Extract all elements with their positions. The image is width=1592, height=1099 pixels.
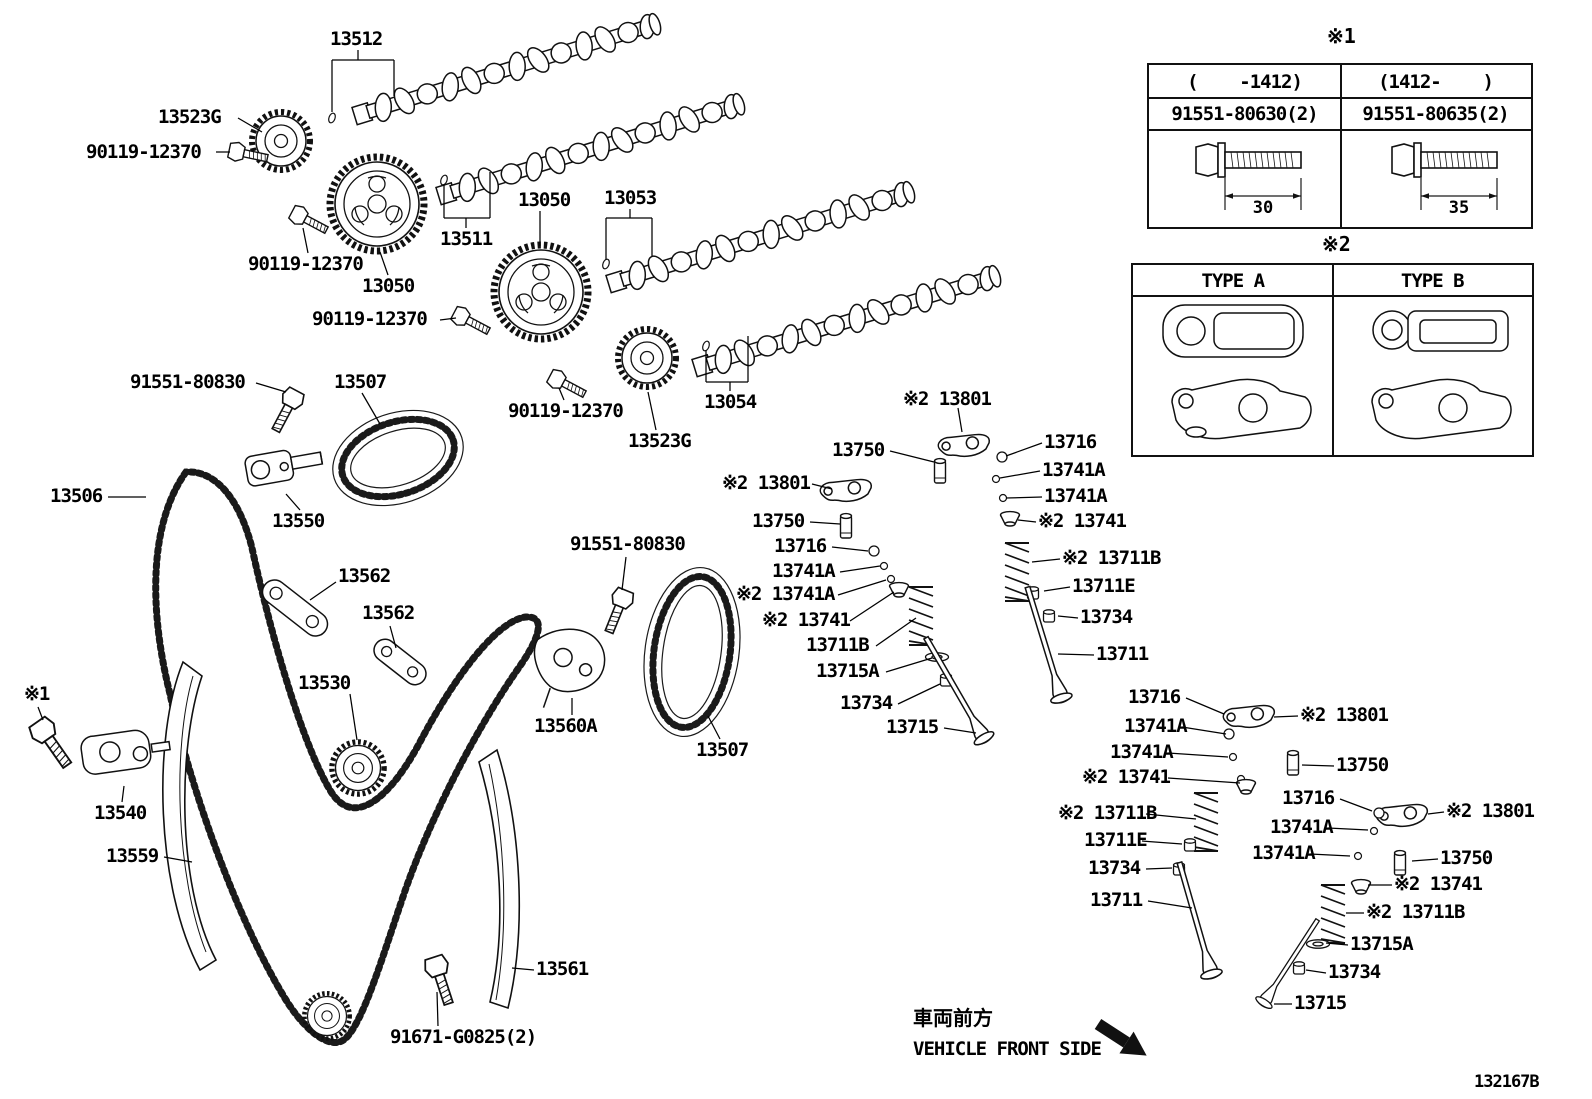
dowel-pins: [328, 112, 710, 352]
front-direction-arrow: [1094, 1018, 1147, 1056]
note1-marker: ※1: [1327, 24, 1356, 48]
table-divider: [1340, 65, 1342, 227]
bolt-90119-12370-b: [286, 202, 332, 240]
bolt-length-dim-30: 30: [1252, 198, 1274, 218]
bolt-91551-80830-b: [598, 585, 637, 637]
sprocket-13523G-b: [618, 329, 676, 387]
camshaft-2: [433, 86, 750, 213]
vehicle-front-note: 車両前方 VEHICLE FRONT SIDE: [913, 1006, 1102, 1061]
bolt-90119-12370-c: [448, 303, 494, 341]
idler-sprocket-13530: [332, 742, 384, 794]
bolt-note1: [25, 713, 79, 774]
bracket-13560A: [533, 628, 606, 708]
type-b-header: TYPE B: [1400, 270, 1465, 292]
table-divider: [1149, 129, 1531, 131]
type-a-drawing: [1162, 304, 1312, 440]
sprocket-13523G-a: [252, 112, 310, 170]
vehicle-front-en: VEHICLE FRONT SIDE: [913, 1038, 1102, 1060]
chain-13507-upper: [332, 409, 464, 507]
note2-marker: ※2: [1322, 232, 1351, 256]
bolt-part-number-col2: 91551-80635(2): [1362, 103, 1509, 125]
vvt-gear-13050-a: [330, 157, 424, 251]
bolt-range-col2: (1412- ): [1378, 71, 1494, 93]
camshaft-3: [603, 174, 920, 301]
chain-guide-13562-a: [261, 579, 329, 637]
bolt-variant-table: ( -1412) (1412- ) 91551-80630(2) 91551-8…: [1147, 63, 1533, 229]
valve-cluster-center: [817, 424, 1075, 749]
valve-cluster-bottom-right: [1253, 794, 1431, 1012]
valve-cluster-mid-right: [1168, 695, 1300, 983]
rocker-type-table: TYPE A TYPE B: [1131, 263, 1534, 457]
camshaft-1: [349, 6, 666, 133]
table-divider: [1149, 97, 1531, 99]
bolt-table-drawings: [1195, 142, 1498, 210]
type-a-header: TYPE A: [1201, 270, 1265, 292]
table-divider: [1133, 295, 1532, 297]
tensioner-13540: [80, 729, 171, 775]
bolt-range-col1: ( -1412): [1187, 71, 1303, 93]
chain-13507-lower: [643, 566, 741, 738]
camshaft-4: [689, 258, 1006, 385]
tensioner-13550: [244, 449, 324, 487]
drawing-code: 132167B: [1474, 1072, 1540, 1092]
bolt-91671-G0825: [421, 952, 461, 1009]
bolt-length-dim-35: 35: [1448, 198, 1470, 218]
bolt-91551-80830-a: [265, 384, 308, 437]
timing-chain-13506: [152, 468, 542, 1046]
vehicle-front-jp: 車両前方: [913, 1006, 993, 1030]
table-divider: [1332, 265, 1334, 455]
chain-guide-13561: [478, 748, 521, 1010]
type-b-drawing: [1371, 310, 1512, 440]
bolt-90119-12370-d: [544, 366, 590, 404]
vvt-gear-13050-b: [494, 245, 588, 339]
chain-guide-13562-b: [373, 638, 427, 686]
bolt-part-number-col1: 91551-80630(2): [1171, 103, 1318, 125]
chain-guide-13559: [162, 660, 218, 972]
